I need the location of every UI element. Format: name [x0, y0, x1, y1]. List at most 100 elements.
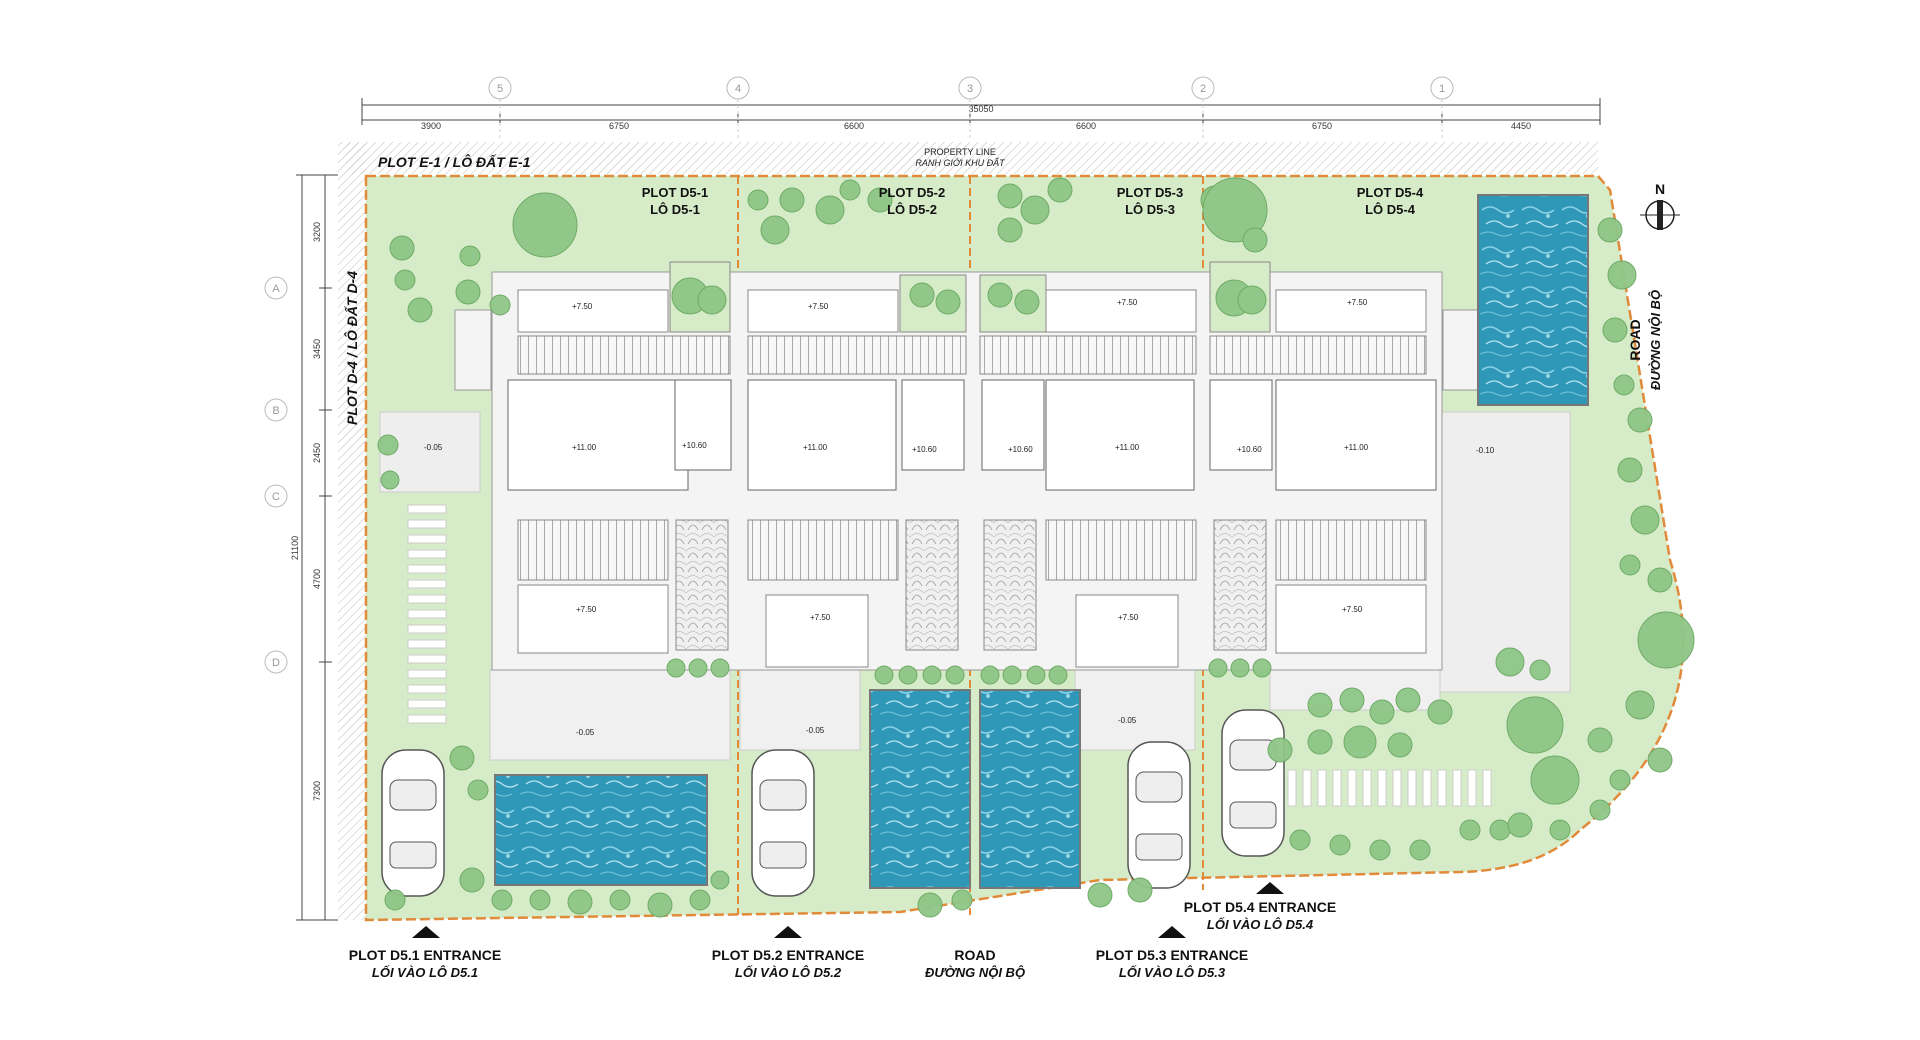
- plot-d4-label: PLOT D-4 / LÔ ĐẤT D-4: [343, 271, 360, 425]
- pool-d5-2: [869, 689, 971, 889]
- svg-text:+10.60: +10.60: [1008, 445, 1033, 454]
- overall-depth-dim: 21100: [290, 536, 300, 560]
- svg-text:+10.60: +10.60: [1237, 445, 1262, 454]
- dim-seg-5: 6750: [1312, 121, 1332, 131]
- car-icon: [1221, 709, 1285, 857]
- svg-text:LỐI VÀO LÔ D5.2: LỐI VÀO LÔ D5.2: [735, 965, 842, 980]
- svg-text:LỐI VÀO LÔ D5.3: LỐI VÀO LÔ D5.3: [1119, 965, 1226, 980]
- pool-d5-4: [1477, 194, 1589, 406]
- roof-main-d5-4: [1275, 379, 1437, 491]
- side-wing-right: [1442, 309, 1480, 391]
- svg-text:-0.05: -0.05: [576, 728, 595, 737]
- roof-main-d5-2: [747, 379, 897, 491]
- svg-text:+7.50: +7.50: [1342, 605, 1363, 614]
- svg-text:PLOT D5.4 ENTRANCE: PLOT D5.4 ENTRANCE: [1184, 899, 1336, 915]
- svg-text:+7.50: +7.50: [572, 302, 593, 311]
- svg-text:LỐI VÀO LÔ D5.1: LỐI VÀO LÔ D5.1: [372, 965, 478, 980]
- plot-label-d5-2: PLOT D5-2: [879, 185, 945, 200]
- svg-text:+11.00: +11.00: [803, 443, 828, 452]
- svg-text:+7.50: +7.50: [1118, 613, 1139, 622]
- stepping-stones-right: [1287, 769, 1492, 807]
- dim-seg-6: 4450: [1511, 121, 1531, 131]
- terrace-top-d5-1: [517, 289, 669, 333]
- roof-mid-d5-1: [674, 379, 732, 471]
- roof-mid-d5-3: [981, 379, 1045, 471]
- dim-row-2: 3450: [312, 339, 322, 359]
- right-garden-paving: [1439, 411, 1571, 693]
- svg-text:-0.05: -0.05: [1118, 716, 1137, 725]
- stepping-stones-left: [407, 504, 447, 724]
- dim-row-4: 4700: [312, 569, 322, 589]
- pool-d5-1: [494, 774, 708, 886]
- svg-text:3: 3: [967, 83, 973, 95]
- level-marks: +7.50 +7.50 +7.50 +7.50 +11.00 +11.00 +1…: [424, 298, 1495, 737]
- svg-text:ĐƯỜNG NỘI BỘ: ĐƯỜNG NỘI BỘ: [925, 965, 1025, 980]
- svg-text:ROAD: ROAD: [954, 947, 995, 963]
- entrance-arrow-icon: [412, 926, 440, 938]
- left-dimension-chain: 21100 3200 3450 2450 4700 7300: [290, 174, 338, 921]
- entrance-arrow-icon: [1158, 926, 1186, 938]
- svg-text:LỐI VÀO LÔ D5.4: LỐI VÀO LÔ D5.4: [1207, 917, 1314, 932]
- louver-bottom-d5-1: [517, 519, 669, 581]
- louver-bottom-d5-2: [747, 519, 899, 581]
- pools: [494, 194, 1589, 889]
- dim-seg-1: 3900: [421, 121, 441, 131]
- grid-row-a: A: [264, 276, 288, 300]
- grid-column-markers: 5 4 3 2 1: [488, 76, 1454, 140]
- plot-label-vi-d5-4: LÔ D5-4: [1365, 202, 1416, 217]
- screen-panel-d5-3: [983, 519, 1037, 651]
- svg-text:PLOT D5.1 ENTRANCE: PLOT D5.1 ENTRANCE: [349, 947, 501, 963]
- svg-text:A: A: [272, 283, 280, 295]
- grid-col-4: 4: [726, 76, 750, 140]
- roof-main-d5-3: [1045, 379, 1195, 491]
- plot-label-d5-1: PLOT D5-1: [642, 185, 708, 200]
- svg-text:PLOT D5.3 ENTRANCE: PLOT D5.3 ENTRANCE: [1096, 947, 1248, 963]
- terrace-bottom-d5-1: [517, 584, 669, 654]
- grid-row-d: D: [264, 650, 288, 674]
- svg-text:-0.05: -0.05: [424, 443, 443, 452]
- pool-d5-3: [979, 689, 1081, 889]
- overall-width-dim: 35050: [968, 104, 993, 114]
- louver-top-d5-2: [747, 335, 967, 375]
- svg-text:2: 2: [1200, 83, 1206, 95]
- grid-col-2: 2: [1191, 76, 1215, 140]
- car-icon: [1127, 741, 1191, 889]
- grid-row-b: B: [264, 398, 288, 422]
- svg-text:-0.10: -0.10: [1476, 446, 1495, 455]
- plot-label-d5-3: PLOT D5-3: [1117, 185, 1183, 200]
- terrace-top-d5-2: [747, 289, 899, 333]
- trees: [377, 177, 1695, 918]
- svg-text:1: 1: [1439, 83, 1445, 95]
- grid-col-5: 5: [488, 76, 512, 140]
- dim-row-5: 7300: [312, 781, 322, 801]
- property-line-label: PROPERTY LINE: [924, 147, 996, 157]
- svg-text:+11.00: +11.00: [572, 443, 597, 452]
- plot-label-vi-d5-2: LÔ D5-2: [887, 202, 937, 217]
- grid-row-markers: A B C D: [264, 276, 288, 674]
- dim-seg-2: 6750: [609, 121, 629, 131]
- terrace-bottom-d5-3: [1075, 594, 1179, 668]
- grid-col-3: 3: [958, 76, 982, 140]
- plot-label-vi-d5-1: LÔ D5-1: [650, 202, 700, 217]
- svg-text:B: B: [272, 405, 279, 417]
- svg-text:+7.50: +7.50: [808, 302, 829, 311]
- entrance-arrow-icon: [1256, 882, 1284, 894]
- north-label: N: [1655, 181, 1665, 197]
- screen-panel-d5-2: [905, 519, 959, 651]
- svg-text:4: 4: [735, 83, 741, 95]
- svg-text:+10.60: +10.60: [682, 441, 707, 450]
- roof-main-d5-1: [507, 379, 689, 491]
- car-icon: [381, 749, 445, 897]
- louver-top-d5-4: [1209, 335, 1427, 375]
- svg-text:+7.50: +7.50: [1347, 298, 1368, 307]
- svg-text:+11.00: +11.00: [1115, 443, 1140, 452]
- rear-terrace-d5-3: [1074, 669, 1196, 751]
- neighbour-plot-d4-strip: [338, 142, 366, 920]
- side-wing-left: [454, 309, 492, 391]
- svg-text:PLOT D5.2 ENTRANCE: PLOT D5.2 ENTRANCE: [712, 947, 864, 963]
- grid-row-c: C: [264, 484, 288, 508]
- roof-mid-d5-2: [901, 379, 965, 471]
- entrance-d5-4: PLOT D5.4 ENTRANCE LỐI VÀO LÔ D5.4: [1184, 882, 1336, 932]
- dim-seg-4: 6600: [1076, 121, 1096, 131]
- entrance-d5-3: PLOT D5.3 ENTRANCE LỐI VÀO LÔ D5.3: [1096, 926, 1248, 980]
